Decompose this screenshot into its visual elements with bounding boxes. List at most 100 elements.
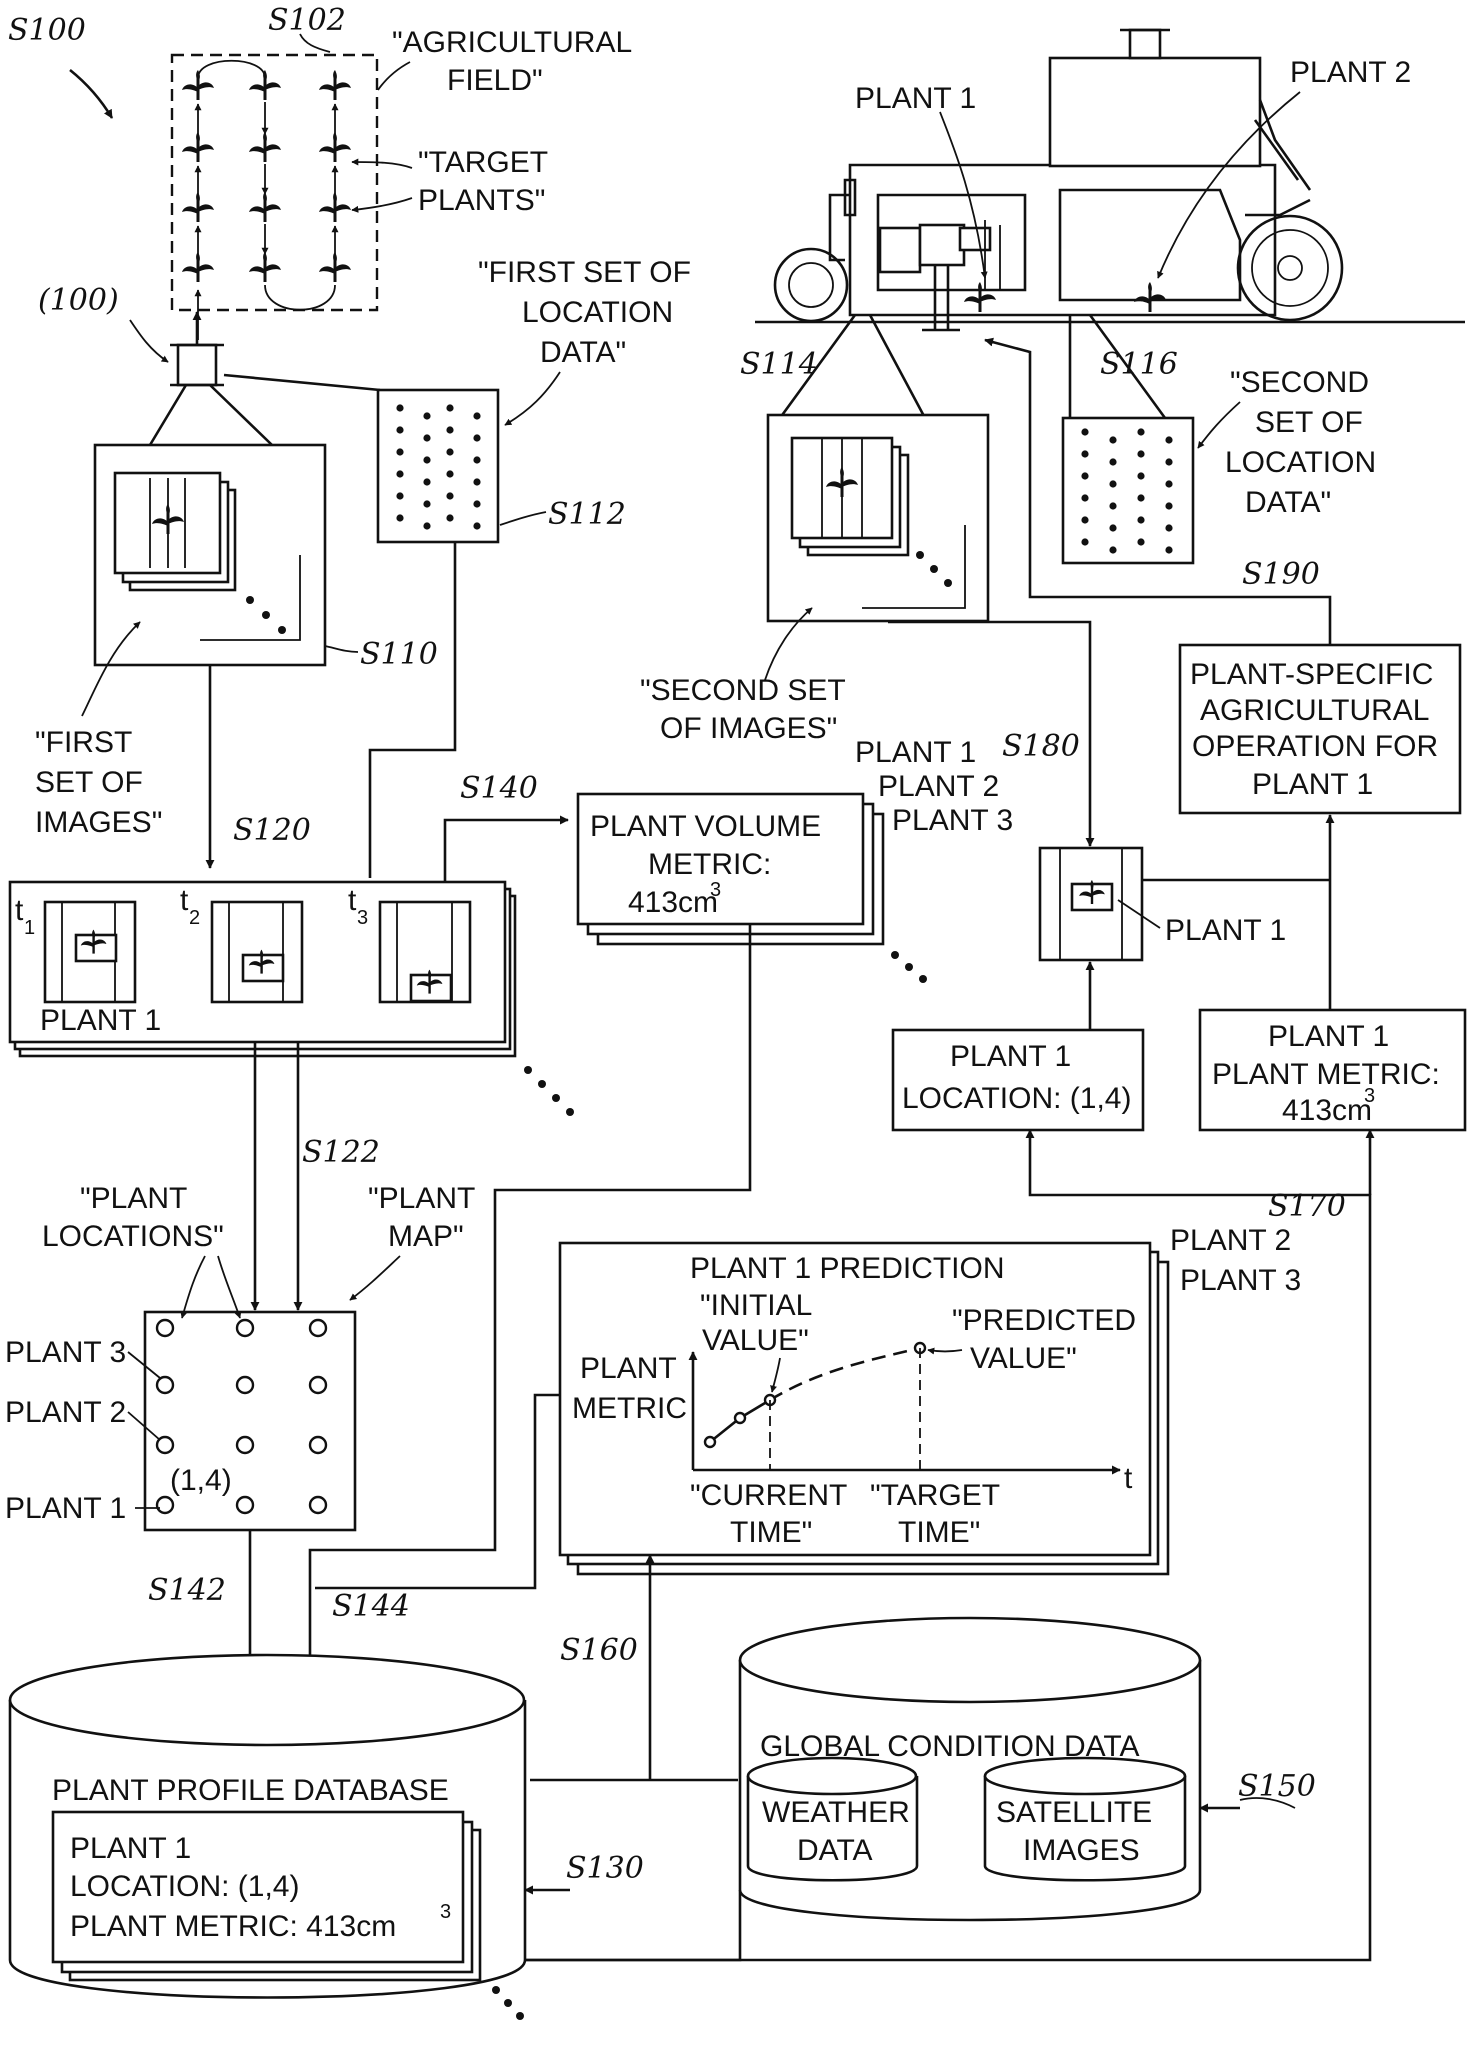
location-point (446, 404, 454, 412)
svg-text:SET OF: SET OF (1255, 406, 1363, 439)
location-point (1109, 546, 1117, 554)
frame-t1: t 1 (15, 894, 137, 1004)
svg-text:413cm: 413cm (628, 886, 718, 919)
svg-text:3: 3 (710, 879, 721, 901)
location-point (1081, 450, 1089, 458)
svg-text:"FIRST: "FIRST (35, 726, 132, 759)
svg-text:2: 2 (189, 907, 200, 929)
location-point (1081, 472, 1089, 480)
first-images-box: "FIRST SET OF IMAGES" S110 (35, 443, 438, 839)
svg-text:PLANT 1 PREDICTION: PLANT 1 PREDICTION (690, 1252, 1005, 1285)
svg-text:S122: S122 (302, 1135, 380, 1170)
target-plant-icon (317, 130, 353, 164)
location-point (473, 456, 481, 464)
svg-text:S180: S180 (1002, 729, 1080, 764)
svg-text:S130: S130 (566, 1851, 644, 1886)
target-plant-icon (180, 250, 216, 284)
location-point (396, 426, 404, 434)
svg-text:PLANT 1: PLANT 1 (1165, 914, 1286, 947)
plant-location-marker (155, 1318, 175, 1338)
svg-text:S114: S114 (740, 347, 818, 382)
target-plant-rows (180, 59, 353, 340)
plant-location-marker (155, 1375, 175, 1395)
location-point (396, 470, 404, 478)
location-point (1137, 516, 1145, 524)
location-point (423, 456, 431, 464)
plant-location-box: PLANT 1 LOCATION: (1,4) (891, 1028, 1145, 1132)
svg-text:PLANT 3: PLANT 3 (892, 804, 1013, 837)
second-images-box: "SECOND SET OF IMAGES" (640, 413, 990, 745)
svg-text:S110: S110 (360, 637, 438, 672)
plant-location-marker (235, 1435, 255, 1455)
svg-text:SATELLITE: SATELLITE (996, 1796, 1152, 1829)
location-point (1165, 458, 1173, 466)
frame-t2: t 2 (180, 884, 304, 1004)
svg-text:S112: S112 (548, 497, 626, 532)
location-point (1165, 436, 1173, 444)
location-point (473, 478, 481, 486)
imaging-device-100: (100) (38, 283, 381, 446)
svg-text:S116: S116 (1100, 347, 1178, 382)
plant-location-marker (308, 1435, 328, 1455)
global-condition-database: GLOBAL CONDITION DATA WEATHER DATA SATEL… (738, 1616, 1202, 1922)
location-point (1137, 494, 1145, 502)
svg-text:LOCATION: (1,4): LOCATION: (1,4) (70, 1870, 299, 1903)
location-point (423, 522, 431, 530)
svg-text:"TARGET: "TARGET (870, 1479, 1000, 1512)
path-turn (264, 284, 336, 311)
plant-location-marker (235, 1375, 255, 1395)
plant-volume-metric-box: PLANT VOLUME METRIC: 413cm 3 PLANT 1 PLA… (576, 736, 1013, 983)
svg-text:LOCATIONS": LOCATIONS" (42, 1220, 224, 1253)
svg-text:IMAGES": IMAGES" (35, 806, 162, 839)
svg-text:PLANT 2: PLANT 2 (5, 1396, 126, 1429)
svg-text:VALUE": VALUE" (702, 1324, 809, 1357)
location-point (423, 412, 431, 420)
location-point (1109, 458, 1117, 466)
svg-text:S140: S140 (460, 771, 538, 806)
svg-text:PLANT-SPECIFIC: PLANT-SPECIFIC (1190, 658, 1433, 691)
svg-text:S190: S190 (1242, 557, 1320, 592)
flow-global-to-db-line (525, 1890, 742, 1962)
svg-text:DATA: DATA (797, 1834, 873, 1867)
svg-text:"AGRICULTURAL: "AGRICULTURAL (392, 26, 632, 59)
svg-text:PLANT 1: PLANT 1 (70, 1832, 191, 1865)
svg-text:t: t (15, 894, 24, 927)
location-point (1137, 472, 1145, 480)
flow-s144 (305, 924, 752, 1689)
svg-text:LOCATION: LOCATION (522, 296, 673, 329)
svg-text:S170: S170 (1268, 1189, 1346, 1224)
location-point (446, 448, 454, 456)
svg-text:PLANT VOLUME: PLANT VOLUME (590, 810, 821, 843)
svg-text:PLANT 1: PLANT 1 (950, 1040, 1071, 1073)
svg-text:PLANT 1: PLANT 1 (40, 1004, 161, 1037)
plant-location-marker (155, 1435, 175, 1455)
svg-text:"INITIAL: "INITIAL (700, 1289, 812, 1322)
svg-text:S160: S160 (560, 1633, 638, 1668)
plant-prediction-box: PLANT 1 PREDICTION PLANT 2 PLANT 3 PLANT… (558, 1224, 1301, 1576)
plant-location-marker (308, 1375, 328, 1395)
svg-text:PLANT 1: PLANT 1 (5, 1492, 126, 1525)
svg-text:S142: S142 (148, 1573, 226, 1608)
svg-text:"CURRENT: "CURRENT (690, 1479, 847, 1512)
svg-text:"TARGET: "TARGET (418, 146, 548, 179)
svg-text:AGRICULTURAL: AGRICULTURAL (1200, 694, 1429, 727)
target-plant-icon (180, 190, 216, 224)
svg-text:"PLANT: "PLANT (80, 1182, 187, 1215)
svg-text:S100: S100 (8, 13, 86, 48)
svg-text:PLANTS": PLANTS" (418, 184, 545, 217)
location-point (1081, 538, 1089, 546)
plant-location-marker (155, 1495, 175, 1515)
location-point (396, 514, 404, 522)
svg-text:TIME": TIME" (898, 1516, 980, 1549)
svg-text:FIELD": FIELD" (447, 64, 543, 97)
svg-text:t: t (1124, 1462, 1133, 1495)
satellite-images-cylinder: SATELLITE IMAGES (983, 1756, 1187, 1882)
location-point (1165, 546, 1173, 554)
svg-text:(100): (100) (38, 283, 119, 318)
location-point (1165, 524, 1173, 532)
location-point (473, 412, 481, 420)
first-location-data-box: "FIRST SET OF LOCATION DATA" S112 (376, 256, 691, 544)
matched-plant-frame: PLANT 1 S180 (1002, 729, 1286, 962)
svg-text:PLANT METRIC: 413cm: PLANT METRIC: 413cm (70, 1910, 396, 1943)
